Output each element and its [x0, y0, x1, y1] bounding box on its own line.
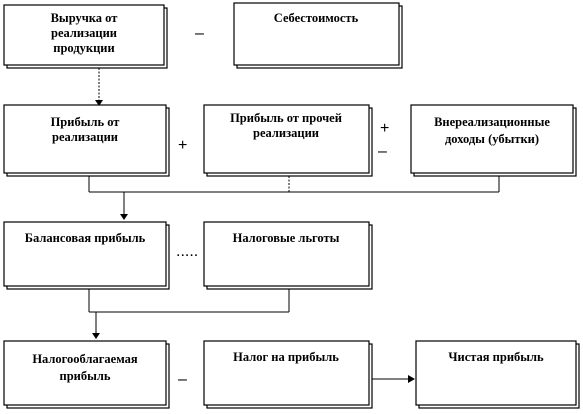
tax-benefits-label: Налоговые льготы [233, 231, 340, 245]
other-sales-profit-line-2: реализации [253, 126, 319, 140]
sales-profit-box: Прибыль от реализации [3, 104, 170, 177]
non-operating-line-1: Внереализационные [434, 115, 550, 129]
plus-operator-1: + [178, 137, 187, 154]
arrow-head-2 [120, 214, 128, 220]
sales-profit-line-1: Прибыль от [51, 115, 120, 129]
net-profit-box: Чистая прибыль [415, 340, 580, 409]
profit-tax-box: Налог на прибыль [203, 340, 373, 409]
revenue-box: Выручка от реализации продукции [3, 4, 168, 69]
arrow-head-3 [92, 333, 100, 339]
taxable-profit-line-2: прибыль [60, 369, 111, 383]
taxable-profit-box: Налогооблагаемая прибыль [3, 340, 170, 409]
minus-operator-1: – [195, 25, 204, 42]
other-sales-profit-line-1: Прибыль от прочей [230, 111, 342, 125]
plus-operator-2: + [380, 120, 389, 137]
net-profit-label: Чистая прибыль [448, 350, 544, 364]
cost-box: Себестоимость [233, 2, 403, 69]
non-operating-line-2: доходы (убытки) [445, 132, 539, 146]
taxable-profit-line-1: Налогооблагаемая [32, 352, 138, 366]
minus-operator-3: – [178, 371, 187, 388]
profit-tax-label: Налог на прибыль [233, 350, 339, 364]
minus-operator-2: – [378, 143, 387, 160]
revenue-line-2: реализации [51, 26, 117, 40]
arrow-head-4 [408, 375, 415, 383]
balance-profit-label: Балансовая прибыль [25, 231, 146, 245]
revenue-line-1: Выручка от [51, 11, 118, 25]
arrow-head-1 [95, 100, 103, 106]
cost-label: Себестоимость [274, 11, 359, 25]
non-operating-box: Внереализационные доходы (убытки) [410, 104, 577, 177]
tax-benefits-box: Налоговые льготы [203, 221, 373, 290]
balance-profit-box: Балансовая прибыль [3, 221, 170, 290]
dots-operator: ..... [176, 243, 198, 260]
sales-profit-line-2: реализации [52, 130, 118, 144]
revenue-line-3: продукции [53, 41, 114, 55]
other-sales-profit-box: Прибыль от прочей реализации [203, 104, 373, 177]
